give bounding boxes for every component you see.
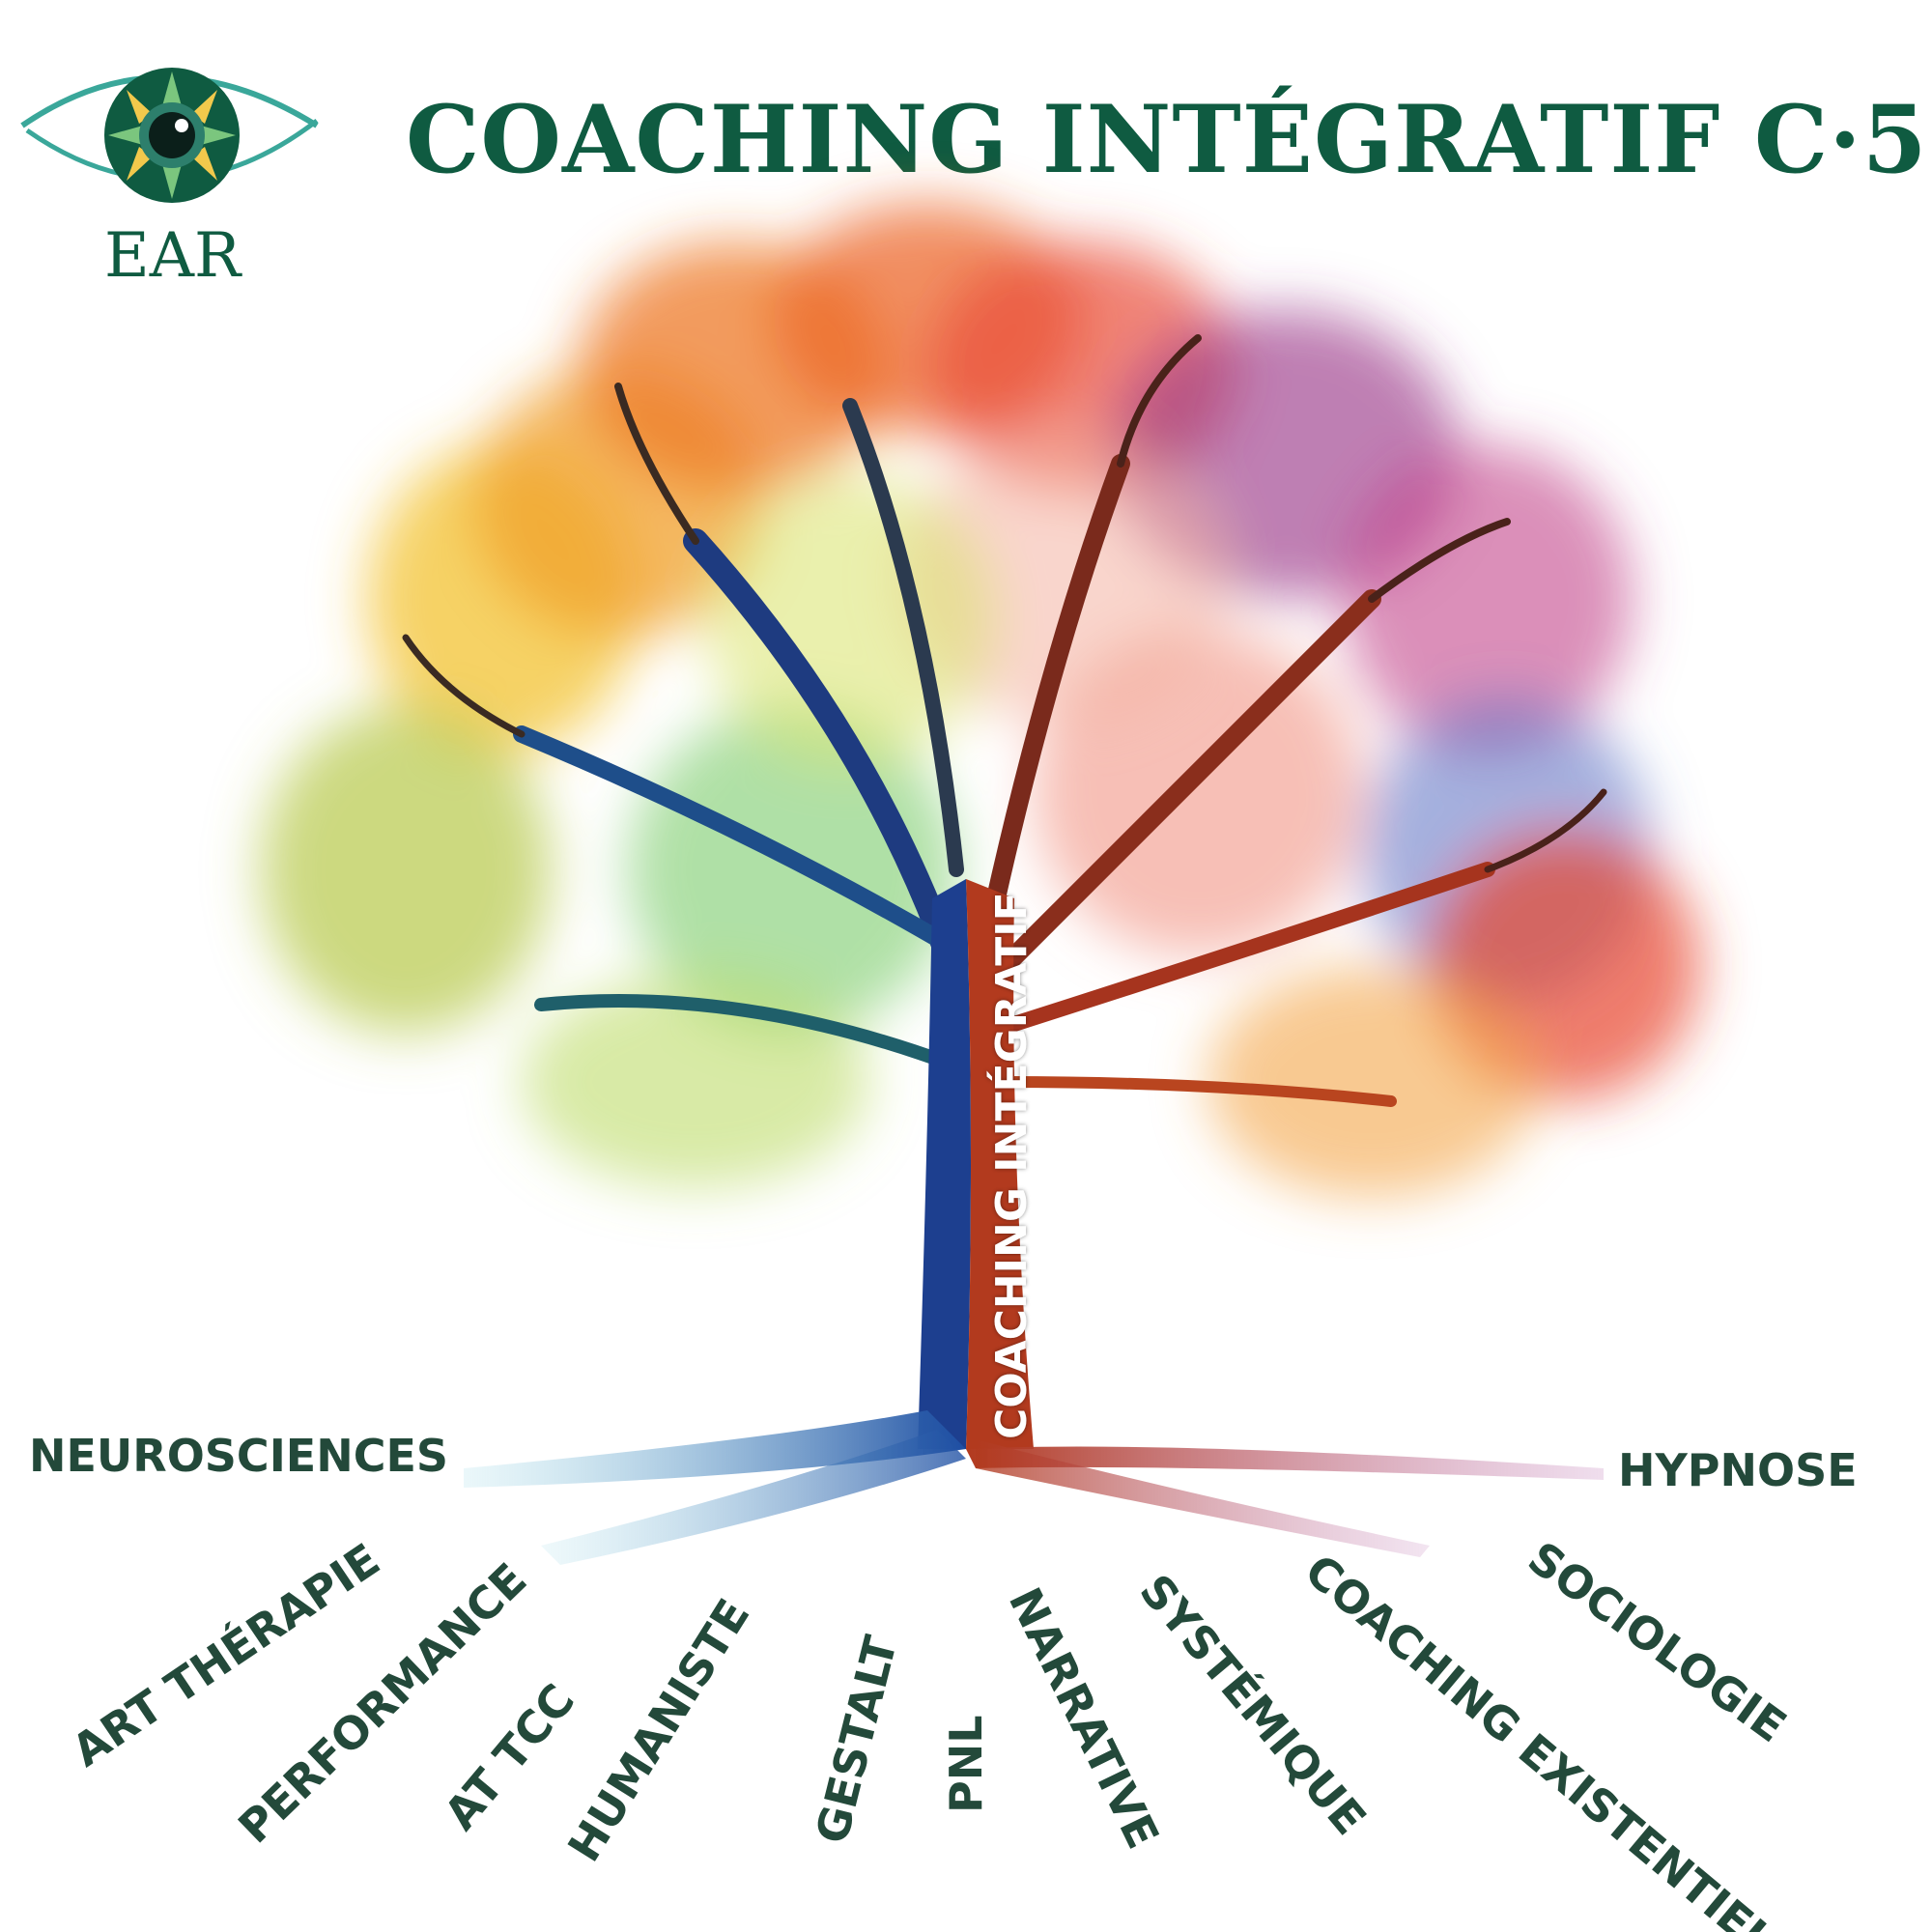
roots — [464, 1410, 1604, 1565]
branches — [402, 334, 1607, 1107]
root-label-hypnose: HYPNOSE — [1618, 1444, 1858, 1496]
foliage — [261, 203, 1700, 1198]
logo-text: EAR — [104, 220, 242, 292]
root-label-pnl: PNL — [940, 1715, 992, 1813]
trunk-left — [918, 879, 971, 1449]
root-label-neurosciences: NEUROSCIENCES — [29, 1430, 449, 1482]
trunk-right — [966, 879, 1034, 1449]
trunk-label: COACHING INTÉGRATIF — [987, 892, 1037, 1439]
eye-mandala-icon — [20, 68, 319, 203]
page-title: COACHING INTÉGRATIF C·5 — [406, 85, 1928, 194]
